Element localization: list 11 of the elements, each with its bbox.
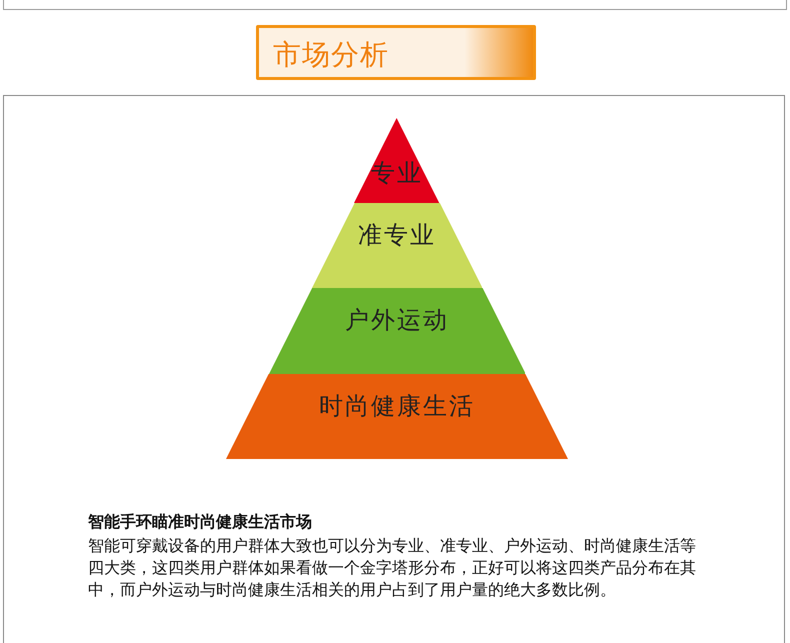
tier-label: 户外运动 [344,305,450,336]
section-heading: 智能手环瞄准时尚健康生活市场 [88,512,312,533]
pyramid-tier [268,288,526,374]
tier-label: 时尚健康生活 [318,390,476,422]
pyramid-tier [354,118,440,203]
title: 市场分析 [273,37,389,73]
description-paragraph: 智能可穿戴设备的用户群体大致也可以分为专业、准专业、户外运动、时尚健康生活等四大类，这四类用户群体如果看做一个金字塔形分布，正好可以将这四类产品分布在其中，而户外运动与时尚健康生活相关的用户占到了用户量的绝大多数比例。 [88,535,697,601]
tier-label: 准专业 [356,220,437,251]
pyramid-tier [312,203,482,288]
tier-label: 专业 [370,158,424,189]
pyramid-tier [226,374,568,459]
